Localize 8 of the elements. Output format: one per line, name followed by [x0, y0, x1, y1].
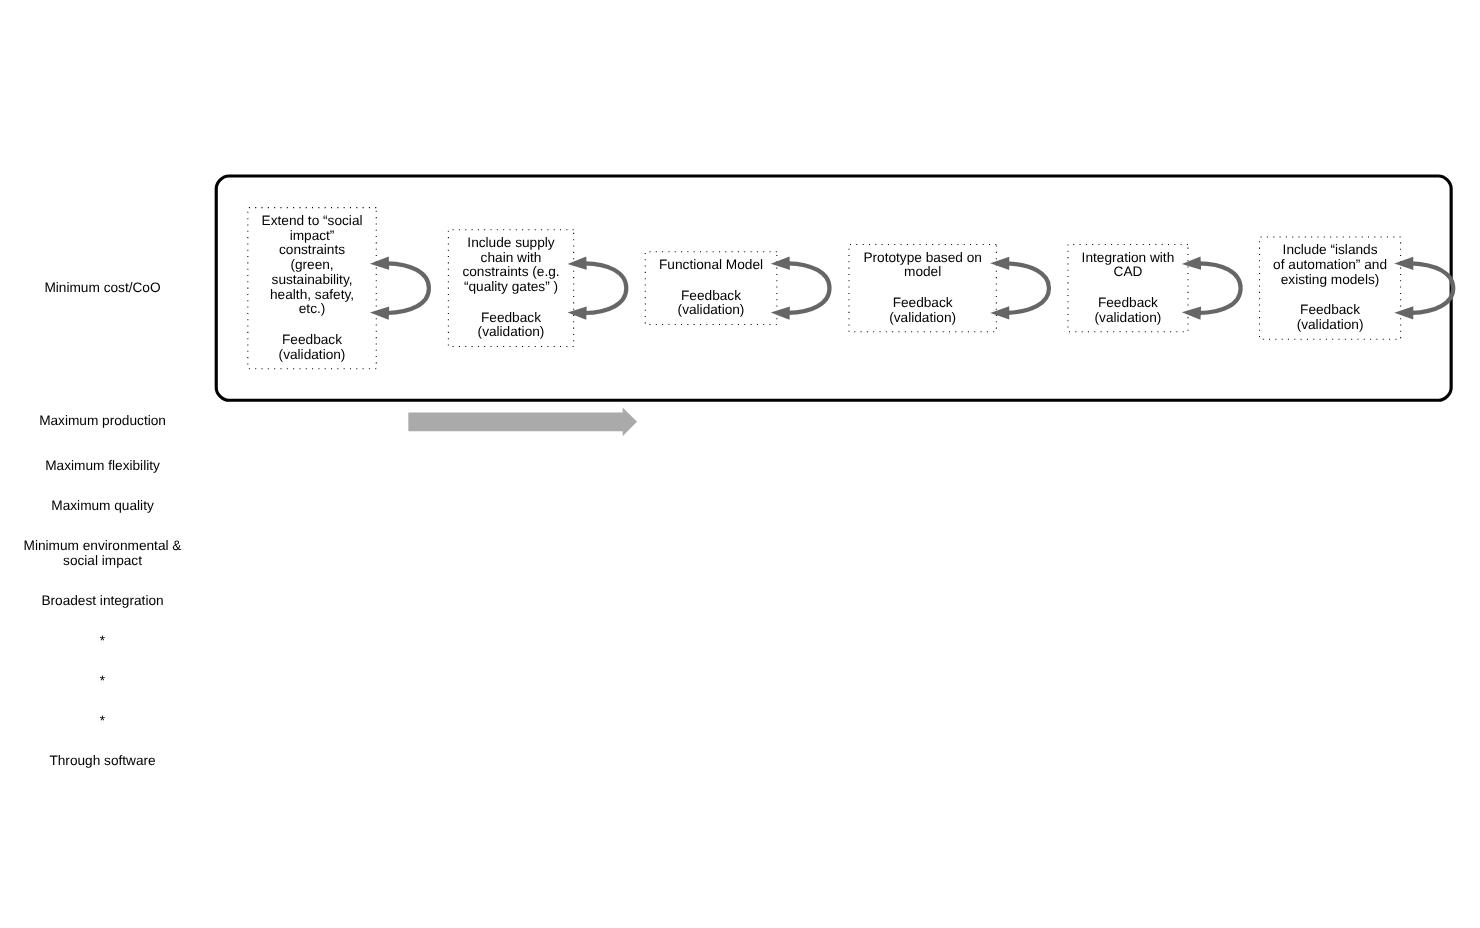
- arrow: [1181, 256, 1243, 320]
- node-arrow: [408, 407, 638, 437]
- arrow: [1394, 256, 1456, 320]
- arrow: [567, 256, 629, 320]
- arrow: [990, 256, 1052, 320]
- arrow: [770, 256, 832, 320]
- cluster: [214, 174, 1453, 402]
- arrow: [369, 256, 431, 320]
